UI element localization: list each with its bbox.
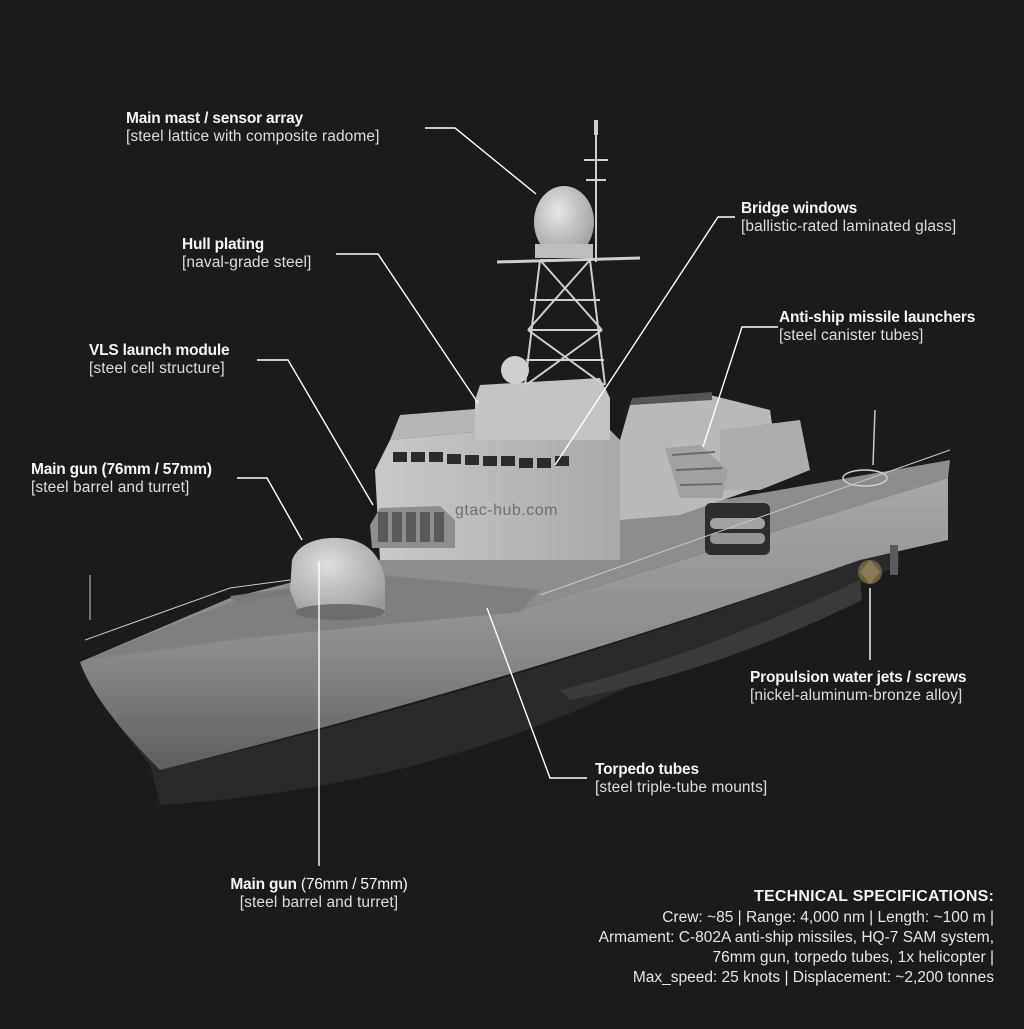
missile-launchers: [665, 445, 728, 498]
callout-title: Main gun (76mm / 57mm): [219, 876, 419, 894]
callout-material: [ballistic-rated laminated glass]: [741, 217, 957, 235]
bridge-windows: [393, 452, 569, 468]
main-gun: [230, 537, 385, 620]
secondary-radar: [501, 356, 529, 384]
callout-anti-ship-missile-launchers: Anti-ship missile launchers [steel canis…: [779, 309, 975, 345]
callout-bridge-windows: Bridge windows [ballistic-rated laminate…: [741, 200, 956, 236]
callout-material: [steel triple-tube mounts]: [595, 778, 768, 796]
callout-title: Main mast / sensor array: [126, 110, 303, 127]
callout-vls-launch-module: VLS launch module [steel cell structure]: [89, 342, 230, 378]
callout-hull-plating: Hull plating [naval-grade steel]: [182, 236, 311, 272]
specs-heading: TECHNICAL SPECIFICATIONS:: [754, 888, 994, 905]
leader-lines: [237, 127, 871, 866]
callout-material: [steel barrel and turret]: [239, 893, 399, 911]
callout-title-bold: Main gun: [230, 876, 297, 893]
leader-vls: [257, 359, 374, 506]
specs-line: 76mm gun, torpedo tubes, 1x helicopter |: [712, 949, 994, 967]
leader-missile-launchers: [702, 326, 778, 448]
specs-line: Armament: C-802A anti-ship missiles, HQ-…: [598, 928, 994, 946]
callout-title: Hull plating: [182, 236, 264, 253]
callout-material: [naval-grade steel]: [182, 253, 312, 271]
technical-specifications: TECHNICAL SPECIFICATIONS: Crew: ~85 | Ra…: [599, 887, 994, 988]
torpedo-tubes: [705, 503, 770, 555]
callout-material: [steel barrel and turret]: [31, 478, 190, 496]
leader-main-mast: [425, 127, 537, 195]
callout-title-rest: (76mm / 57mm): [296, 876, 408, 893]
callout-material: [steel lattice with composite radome]: [126, 127, 380, 145]
callout-main-gun-upper: Main gun (76mm / 57mm) [steel barrel and…: [31, 461, 212, 497]
callout-title: Propulsion water jets / screws: [750, 669, 967, 686]
callout-title: Bridge windows: [741, 200, 858, 217]
callout-material: [nickel-aluminum-bronze alloy]: [750, 686, 963, 704]
leader-main-gun-upper: [237, 477, 303, 541]
specs-line: Crew: ~85 | Range: 4,000 nm | Length: ~1…: [662, 908, 994, 926]
callout-title: Torpedo tubes: [595, 761, 699, 778]
helipad: [842, 469, 888, 487]
leader-torpedo-tubes: [486, 607, 587, 779]
callout-title: Anti-ship missile launchers: [779, 309, 976, 326]
specs-line: Max_speed: 25 knots | Displacement: ~2,2…: [632, 969, 994, 987]
callout-material: [steel canister tubes]: [779, 326, 924, 344]
callout-title: Main gun (76mm / 57mm): [31, 461, 212, 478]
watermark: gtac-hub.com: [455, 502, 558, 519]
radome: [534, 186, 594, 258]
callout-main-gun-lower: Main gun (76mm / 57mm) [steel barrel and…: [219, 876, 419, 912]
leader-hull-plating: [336, 253, 479, 404]
vls-module: [370, 506, 455, 548]
callout-material: [steel cell structure]: [89, 359, 225, 377]
callout-title: VLS launch module: [89, 342, 230, 359]
superstructure: [375, 378, 810, 560]
propeller: [858, 545, 898, 584]
railings: [84, 449, 951, 641]
callout-main-mast: Main mast / sensor array [steel lattice …: [126, 110, 380, 146]
leader-bridge-windows: [554, 216, 735, 466]
callout-torpedo-tubes: Torpedo tubes [steel triple-tube mounts]: [595, 761, 767, 797]
callout-propulsion: Propulsion water jets / screws [nickel-a…: [750, 669, 966, 705]
